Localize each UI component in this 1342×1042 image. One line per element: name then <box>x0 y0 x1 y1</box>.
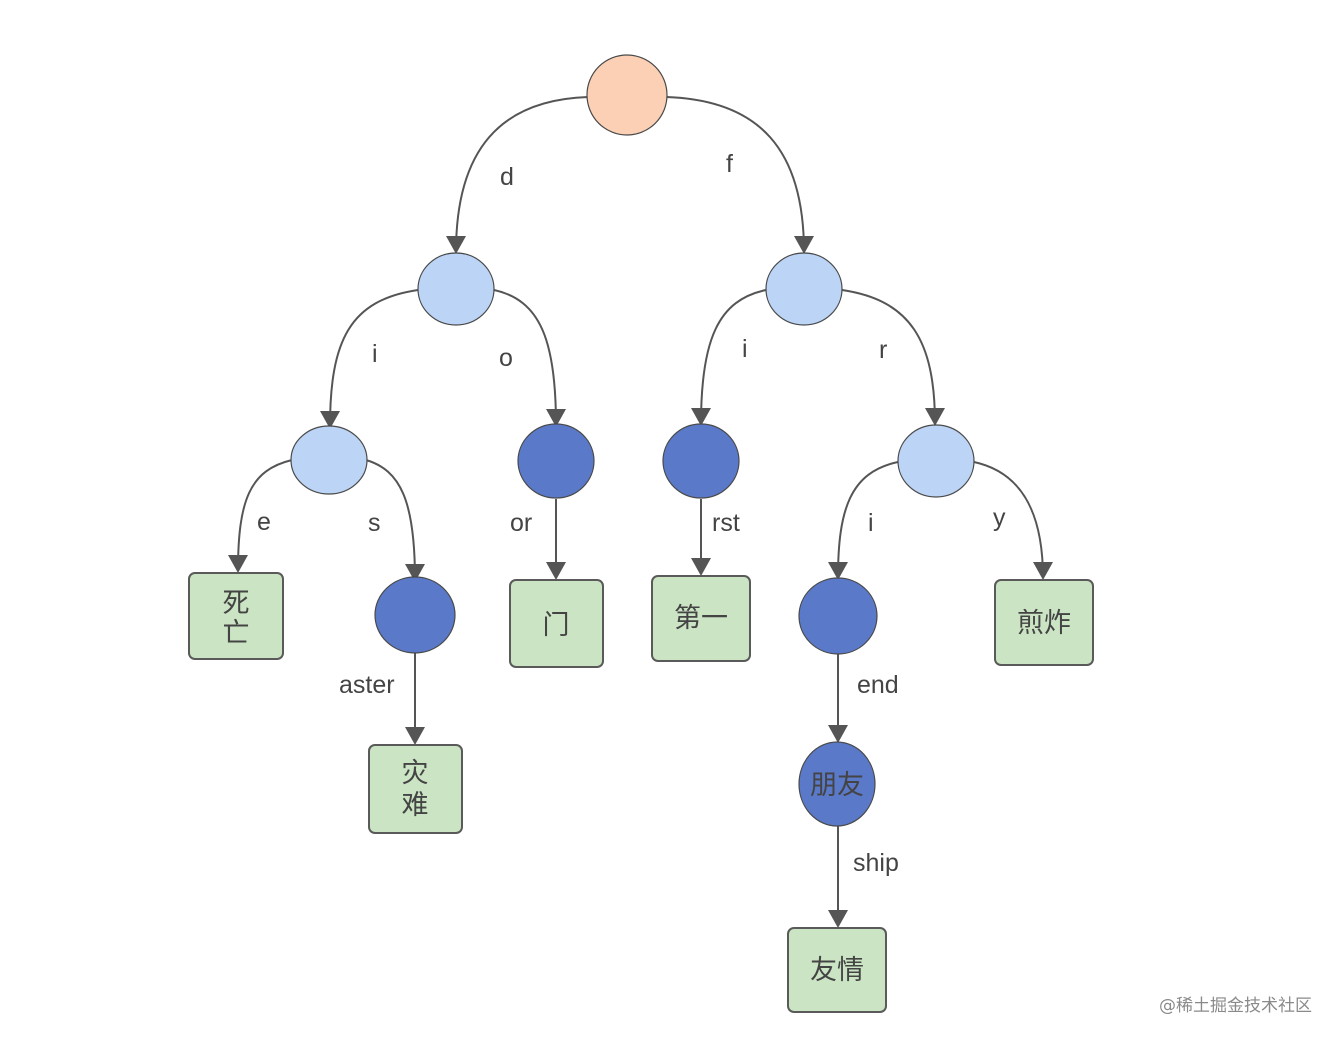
node-d <box>417 252 495 326</box>
edge-label-root-f: f <box>726 150 733 178</box>
edge-fr-y <box>973 461 1053 580</box>
edge-label-friend-ship: ship <box>853 849 899 877</box>
leaf-box-disaster-line1: 灾 <box>402 758 429 789</box>
edge-label-di-e: e <box>257 508 271 536</box>
edge-di-s <box>365 459 425 582</box>
node-dis <box>374 576 456 654</box>
edge-fr-i <box>828 461 899 580</box>
leaf-box-die-line1: 死 <box>223 588 250 619</box>
edge-label-fr-i: i <box>868 509 874 537</box>
edge-f-i <box>691 289 767 426</box>
edge-label-f-r: r <box>879 336 887 364</box>
node-di <box>290 425 368 495</box>
edge-d-o <box>493 289 566 427</box>
edge-labels: d f i o i r e s or rst i y aster end shi… <box>257 150 1006 877</box>
edges <box>228 96 1053 928</box>
leaf-box-door: 门 <box>509 579 604 668</box>
edge-label-di-s: s <box>368 509 381 537</box>
leaf-box-first-line1: 第一 <box>674 603 728 634</box>
edge-label-root-d: d <box>500 163 514 191</box>
leaf-box-fry: 煎炸 <box>994 579 1094 666</box>
edge-label-fi-rst: rst <box>712 509 740 537</box>
leaf-box-fry-line1: 煎炸 <box>1017 608 1071 639</box>
leaf-box-disaster-line2: 难 <box>402 790 429 821</box>
edge-root-d <box>446 96 589 254</box>
edge-d-i <box>320 289 419 429</box>
node-fri <box>798 577 878 655</box>
node-door <box>517 423 595 499</box>
watermark: @稀土掘金技术社区 <box>1159 996 1312 1016</box>
node-friend <box>798 741 876 827</box>
edge-root-f <box>665 96 814 254</box>
leaf-boxes: 死 亡 门 第一 煎炸 灾 难 友情 <box>188 572 1094 1013</box>
edge-label-door-or: or <box>510 509 532 537</box>
node-fi <box>662 423 740 499</box>
node-fr <box>897 424 975 498</box>
leaf-box-die-line2: 亡 <box>223 618 250 649</box>
nodes: 朋友 <box>290 54 975 827</box>
edge-label-d-o: o <box>499 344 513 372</box>
edge-label-dis-aster: aster <box>339 671 395 699</box>
leaf-box-disaster: 灾 难 <box>368 744 463 834</box>
leaf-box-friendship-line1: 友情 <box>810 955 864 986</box>
edge-f-r <box>841 289 945 426</box>
leaf-box-first: 第一 <box>651 575 751 662</box>
edge-label-fr-y: y <box>993 504 1006 532</box>
edge-label-d-i: i <box>372 340 378 368</box>
leaf-box-door-line1: 门 <box>543 610 570 641</box>
node-friend-label: 朋友 <box>810 770 864 801</box>
node-f <box>765 252 843 326</box>
leaf-box-die: 死 亡 <box>188 572 284 660</box>
edge-label-fri-end: end <box>857 671 899 699</box>
leaf-box-friendship: 友情 <box>787 927 887 1013</box>
edge-label-f-i: i <box>742 335 748 363</box>
edge-di-e <box>228 459 293 573</box>
node-root <box>586 54 668 136</box>
